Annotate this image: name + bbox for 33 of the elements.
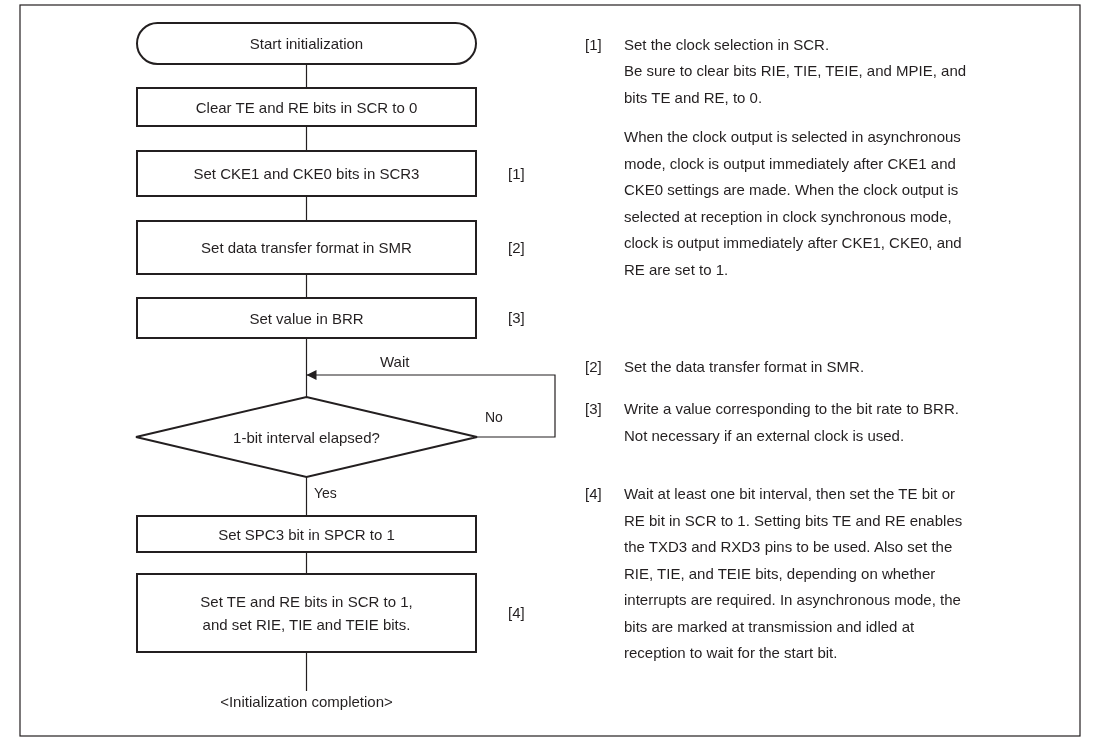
step-number: [2]	[508, 238, 525, 257]
note-text: Be sure to clear bits RIE, TIE, TEIE, and MPIE, and bits TE and RE, to 0.	[624, 61, 968, 108]
note-number: [2]	[585, 357, 602, 377]
note-text: Set the data transfer format in SMR.	[624, 357, 866, 377]
connector-line	[305, 64, 308, 88]
process-box: Set value in BRR	[136, 297, 477, 339]
arrow	[305, 370, 556, 438]
note-number: [3]	[585, 399, 602, 419]
connector-line	[305, 476, 308, 516]
end-label: <Initialization completion>	[220, 691, 393, 712]
note-text: Wait at least one bit interval, then set the TE bit or RE bit in SCR to 1. Setting bits TE and RE enables the TXD3 and RXD3 pins to be used. Also set the RIE, TIE, and TEIE bits, depending on whether interrupts are required. In asynchronous mode, the bits are marked at transmission and idled at reception to wait for the start bit.	[624, 484, 964, 663]
connector-line	[305, 552, 308, 574]
process-box: Set SPC3 bit in SPCR to 1	[136, 515, 477, 553]
process-box: Set data transfer format in SMR	[136, 220, 477, 275]
loop-label: Wait	[380, 353, 410, 371]
step-number: [4]	[508, 604, 525, 622]
process-box: Clear TE and RE bits in SCR to 0	[136, 87, 477, 127]
process-box: Set CKE1 and CKE0 bits in SCR3	[136, 150, 477, 197]
process-box: Set TE and RE bits in SCR to 1, and set RIE, TIE and TEIE bits.	[136, 573, 477, 653]
note-number: [4]	[585, 484, 602, 504]
step-number: [1]	[508, 164, 525, 183]
note-text: Write a value corresponding to the bit rate to BRR. Not necessary if an external clock is used.	[624, 399, 960, 446]
decision-diamond: 1-bit interval elapsed?	[136, 397, 477, 477]
step-number: [3]	[508, 309, 525, 327]
note-text: When the clock output is selected in asynchronous mode, clock is output immediately after CKE1 and CKE0 settings are made. When the clock output is selected at reception in clock synchronous mode, clock is output immediately after CKE1, CKE0, and RE are set to 1.	[624, 127, 963, 280]
note-number: [1]	[585, 35, 602, 55]
connector-line	[305, 126, 308, 151]
connector-line	[305, 196, 308, 221]
connector-line	[305, 652, 308, 692]
connector-line	[305, 274, 308, 298]
note-text: Set the clock selection in SCR.	[624, 35, 831, 55]
start-terminal: Start initialization	[136, 22, 477, 65]
connector-line	[305, 338, 308, 398]
